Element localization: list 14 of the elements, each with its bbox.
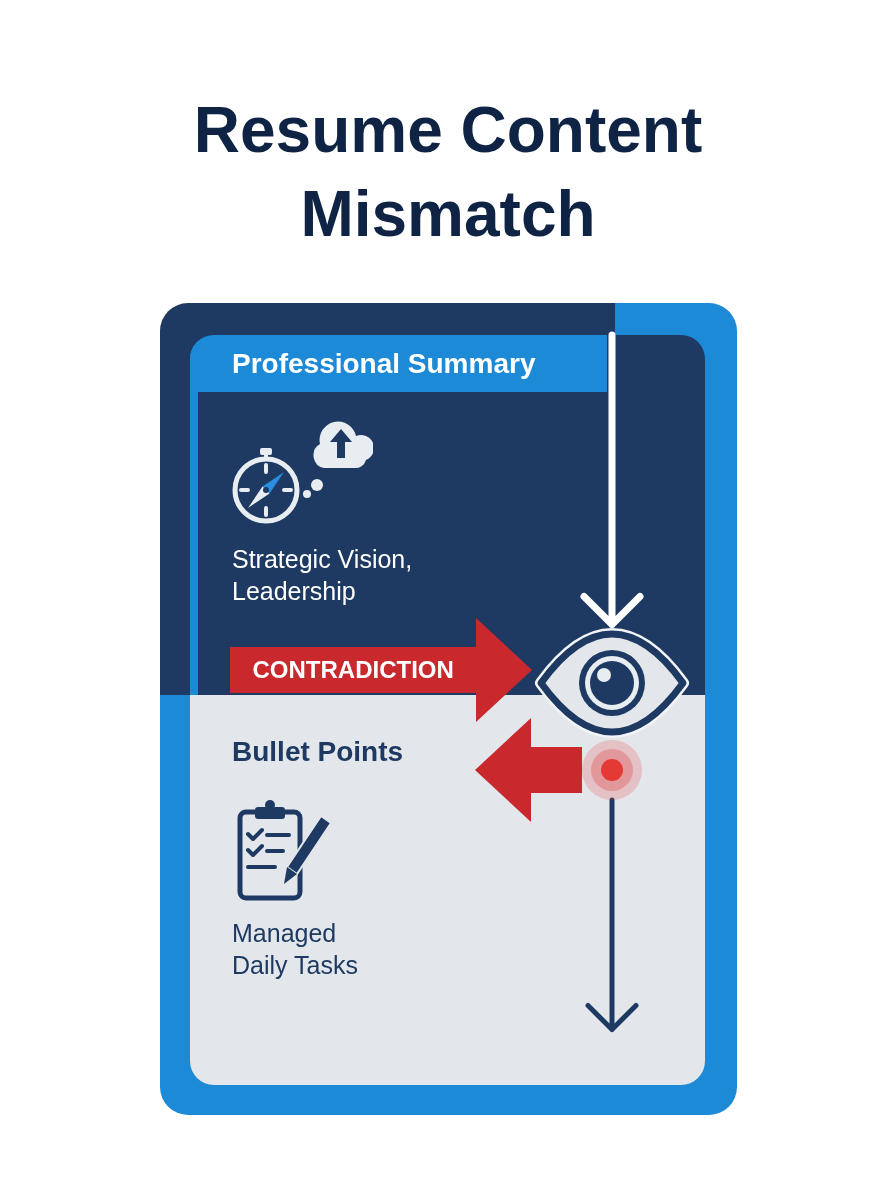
section-heading: Professional Summary	[190, 335, 607, 392]
block-arrow	[475, 718, 582, 822]
eye-icon	[532, 628, 692, 738]
section-text: Managed Daily Tasks	[232, 918, 359, 981]
arrow	[580, 331, 644, 628]
section-heading: Bullet Points	[232, 735, 404, 769]
title: Resume Content Mismatch	[192, 93, 704, 252]
section-panel	[190, 695, 705, 1085]
edge-label: CONTRADICTION	[252, 655, 454, 685]
block-arrow	[230, 618, 532, 722]
resume-card	[160, 303, 737, 1115]
alert-dot-icon	[582, 740, 642, 800]
section-text: Strategic Vision, Leadership	[232, 544, 414, 607]
arrow	[585, 797, 639, 1032]
